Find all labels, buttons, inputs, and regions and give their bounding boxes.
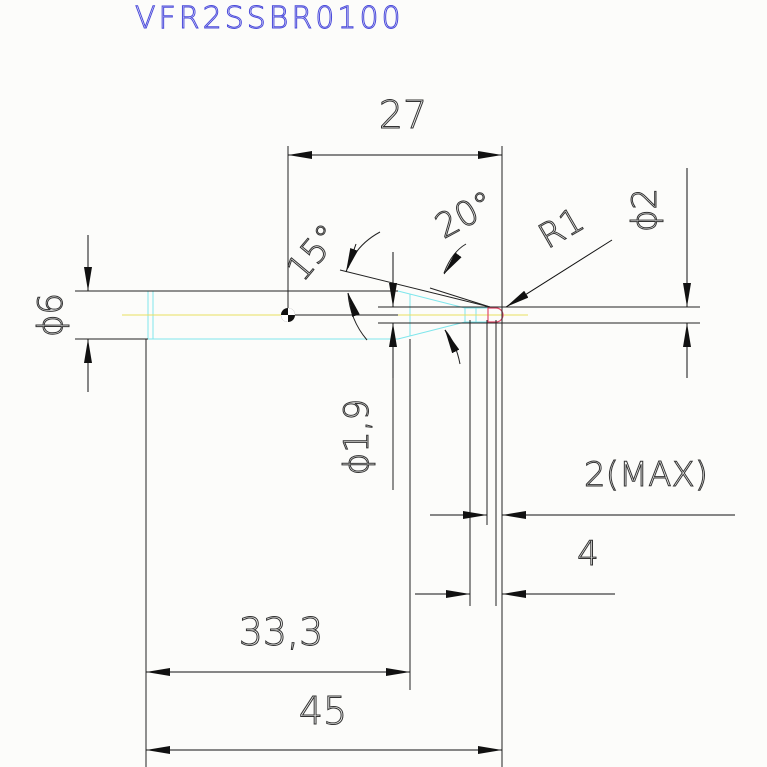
dim-angle-20: 20° [429, 183, 501, 247]
dim-tip-length: 4 [577, 534, 599, 574]
dim-neck-diameter: ϕ1,9 [337, 399, 377, 476]
dim-shank-diameter: ϕ6 [31, 293, 71, 337]
dim-max-depth: 2(MAX) [584, 455, 708, 495]
dim-radius: R1 [532, 200, 591, 257]
dim-angle-15: 15° [279, 217, 348, 289]
drawing-title: VFR2SSBR0100 [135, 1, 404, 36]
construction-lines [75, 146, 700, 767]
dim-overall-length: 45 [299, 689, 347, 733]
dimension-lines [84, 151, 735, 754]
dim-tip-diameter: ϕ2 [625, 188, 665, 232]
center-mark-icon [281, 308, 295, 322]
dim-top-length: 27 [379, 93, 427, 137]
dim-neck-length: 33,3 [239, 610, 324, 654]
